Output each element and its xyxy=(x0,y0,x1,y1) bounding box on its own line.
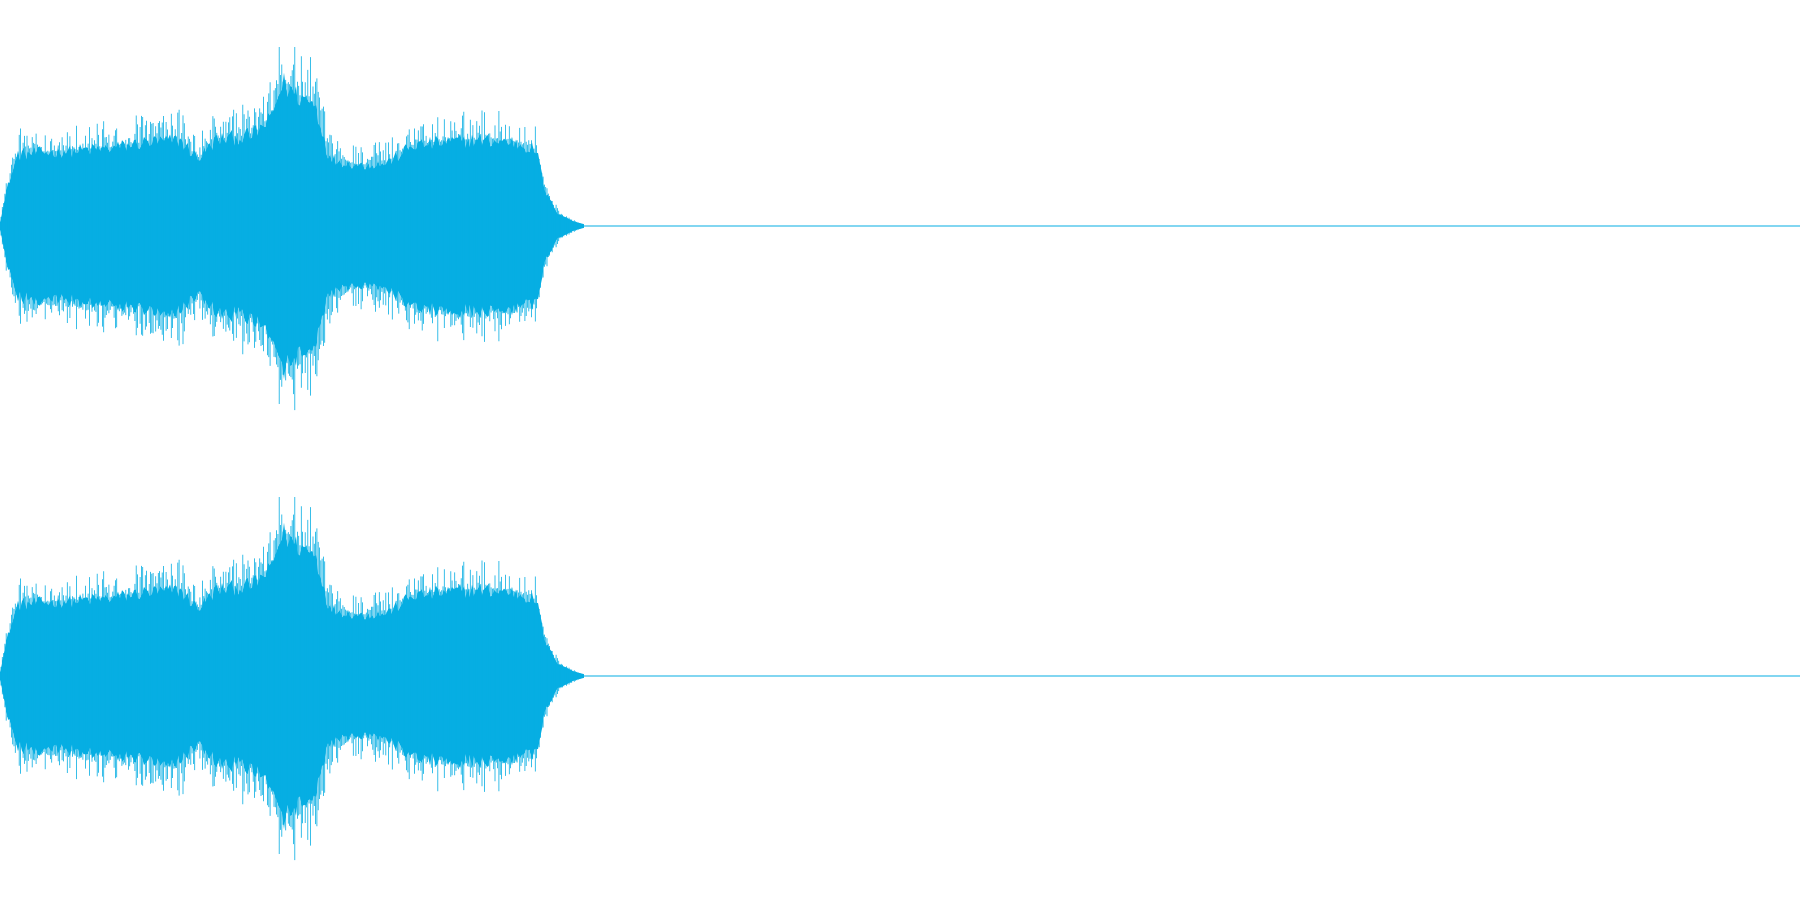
channel-right-waveform xyxy=(0,497,1800,861)
channel-left-waveform xyxy=(0,47,1800,411)
waveform-peaks xyxy=(0,497,579,861)
waveform-peaks xyxy=(0,47,579,411)
